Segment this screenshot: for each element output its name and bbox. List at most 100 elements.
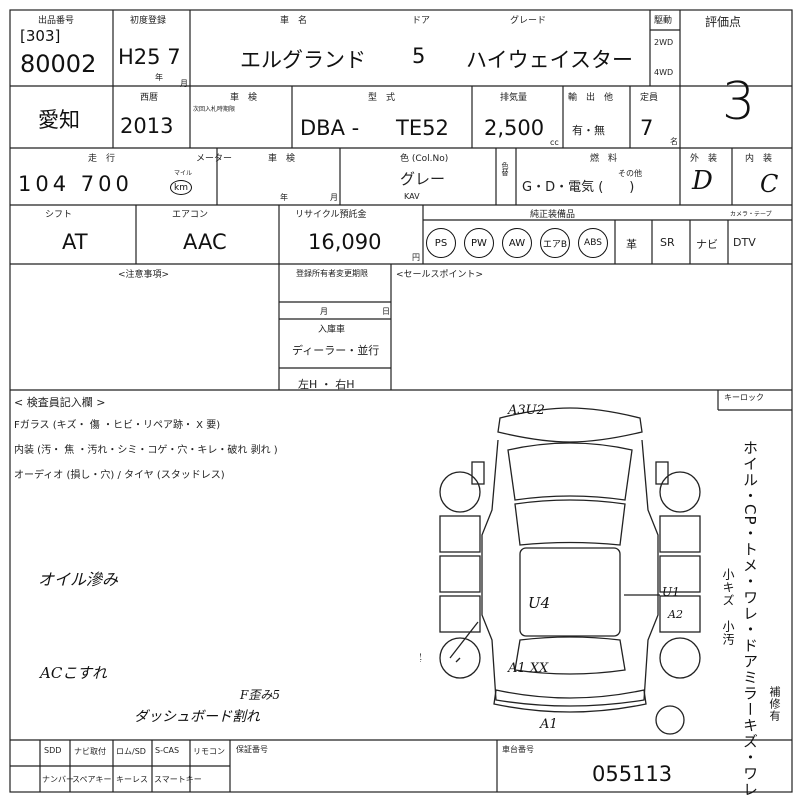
recycle-unit: 円 [412, 253, 420, 262]
term-label: 車 検 [230, 93, 258, 103]
car-name-label: 車 名 [280, 16, 308, 26]
color-label: 色 (Col.No) [400, 154, 449, 164]
footer-col2-smart: スマートキー [154, 775, 202, 784]
mark-left-wheel: AU4 [420, 652, 422, 665]
recycle-label: リサイクル預託金 [295, 210, 367, 220]
equip-sunroof: SR [660, 236, 675, 249]
keylock-label: キーロック [724, 393, 764, 402]
body-color: グレー [400, 170, 446, 188]
footer-col2-number: ナンバー [42, 775, 74, 784]
equip-navi: ナビ [696, 238, 718, 251]
interior-line: 内装 (汚・ 焦 ・汚れ・シミ・コゲ・穴・キレ・破れ 剥れ ) [14, 445, 278, 456]
sales-point-label: <セールスポイント> [396, 270, 484, 280]
mark-rear-window: A1 XX [507, 661, 549, 676]
equipment-label: 純正装備品 [530, 210, 576, 220]
steering-side: 左H ・ 右H [298, 378, 355, 391]
score-label: 評価点 [705, 15, 742, 29]
first-reg-year-sub: 年 [155, 73, 163, 82]
model-code: TE52 [396, 116, 449, 140]
transmission: AT [62, 230, 88, 254]
owner-month: 月 [320, 307, 328, 316]
inspector-section-title: < 検査員記入欄 > [14, 396, 106, 409]
equipment-small-label: カメラ・テープ [730, 211, 772, 218]
mark-right-panel-a2: A2 [667, 608, 683, 621]
footer-col-remote: リモコン [193, 747, 225, 756]
color-code: KAV [404, 192, 420, 201]
audio-tire-line: オーディオ (損し・穴) / タイヤ (スタッドレス) [14, 470, 225, 481]
mileage-unit-km: km [170, 180, 192, 195]
inspection-year-unit: 年 [280, 193, 288, 202]
exterior-grade: D [692, 166, 713, 196]
mileage-unit-mile: マイル [174, 170, 193, 177]
equip-airbag: エアB [540, 228, 570, 258]
owner-day: 日 [382, 307, 390, 316]
equip-ps: PS [426, 228, 456, 258]
interior-label: 内 装 [745, 154, 773, 164]
seating-capacity: 7 [640, 116, 654, 140]
drive-label: 駆動 [654, 16, 673, 26]
reserve-label: 保証番号 [236, 745, 268, 754]
grade: ハイウェイスター [466, 48, 633, 72]
recycle-fee: 16,090 [308, 230, 382, 254]
grade-label: グレード [510, 16, 547, 26]
first-reg-month-sub: 月 [180, 79, 188, 88]
note-dashboard-crack: ダッシュボード割れ [134, 709, 260, 725]
inspection-label: 車 検 [268, 154, 296, 164]
fuel-other-label: その他 [618, 169, 642, 178]
inspection-month-unit: 月 [330, 193, 338, 202]
region: 愛知 [38, 108, 80, 132]
equip-aw: AW [502, 228, 532, 258]
shift-label: シフト [45, 210, 73, 220]
ac-label: エアコン [172, 210, 209, 220]
source-dealer: ディーラー・並行 [292, 344, 380, 357]
note-oil-leak: オイル滲み [38, 570, 119, 589]
note-front-dent: F歪み5 [240, 688, 280, 702]
doors-label: ドア [412, 16, 431, 26]
mark-roof: U4 [528, 594, 550, 612]
side-note-small: 小キズ 小汚 [721, 568, 735, 646]
footer-col-navi: ナビ取付 [74, 747, 106, 756]
drive-2wd: 2WD [654, 38, 674, 47]
cc-unit: cc [550, 138, 559, 147]
first-reg-label: 初度登録 [130, 16, 167, 26]
model-prefix: DBA - [300, 116, 360, 140]
first-registration: H25 7 [118, 45, 181, 69]
import-choice: 有・無 [572, 124, 605, 137]
lot-no-label: 出品番号 [38, 16, 75, 26]
mark-right-panel-u1: U1 [662, 585, 680, 599]
fuel-label: 燃 料 [590, 154, 618, 164]
lot-no-bracket: [303] [20, 27, 61, 45]
lot-number: 80002 [20, 50, 97, 78]
capacity-label: 定員 [640, 93, 659, 103]
footer-col2-keyless: キーレス [116, 775, 148, 784]
capacity-unit: 名 [670, 137, 678, 146]
mark-rear-bumper: A1 [539, 717, 558, 732]
side-note-wheel: ホイル・CP・トメ・ワレ・ドアミラーキズ・ワレ [741, 440, 759, 798]
door-count: 5 [412, 44, 426, 68]
vin-label: 車台番号 [502, 745, 534, 754]
owner-change-label: 登録所有者変更期限 [296, 269, 368, 278]
evaluation-score: 3 [722, 72, 756, 132]
model-year: 2013 [120, 114, 174, 138]
air-conditioner: AAC [183, 230, 227, 254]
footer-col-rom: ロム/SD [116, 747, 146, 756]
color-change-label: 色替 [501, 162, 509, 176]
displacement: 2,500 [484, 116, 545, 140]
equip-pw: PW [464, 228, 494, 258]
import-label: 輸 出 他 [568, 93, 614, 103]
note-ac-scratch: ACこすれ [40, 664, 108, 682]
mileage-meter-label: メーター [196, 154, 233, 164]
cc-label: 排気量 [500, 93, 528, 103]
mark-front-bumper: A3U2 [507, 403, 545, 418]
car-diagram: A3U2 U4 U1 A2 AU4 A1 XX A1 [420, 403, 701, 735]
drive-4wd: 4WD [654, 68, 674, 77]
car-name: エルグランド [240, 48, 366, 72]
source-label: 入庫車 [318, 325, 346, 335]
chassis-number: 055113 [592, 762, 673, 786]
footer-col2-spare: スペアキー [72, 775, 112, 784]
term-sub: 次回入札時期限 [193, 106, 236, 113]
mileage-label: 走 行 [88, 154, 116, 164]
footer-col-scas: S-CAS [155, 746, 180, 755]
equip-dtv: DTV [733, 236, 756, 249]
